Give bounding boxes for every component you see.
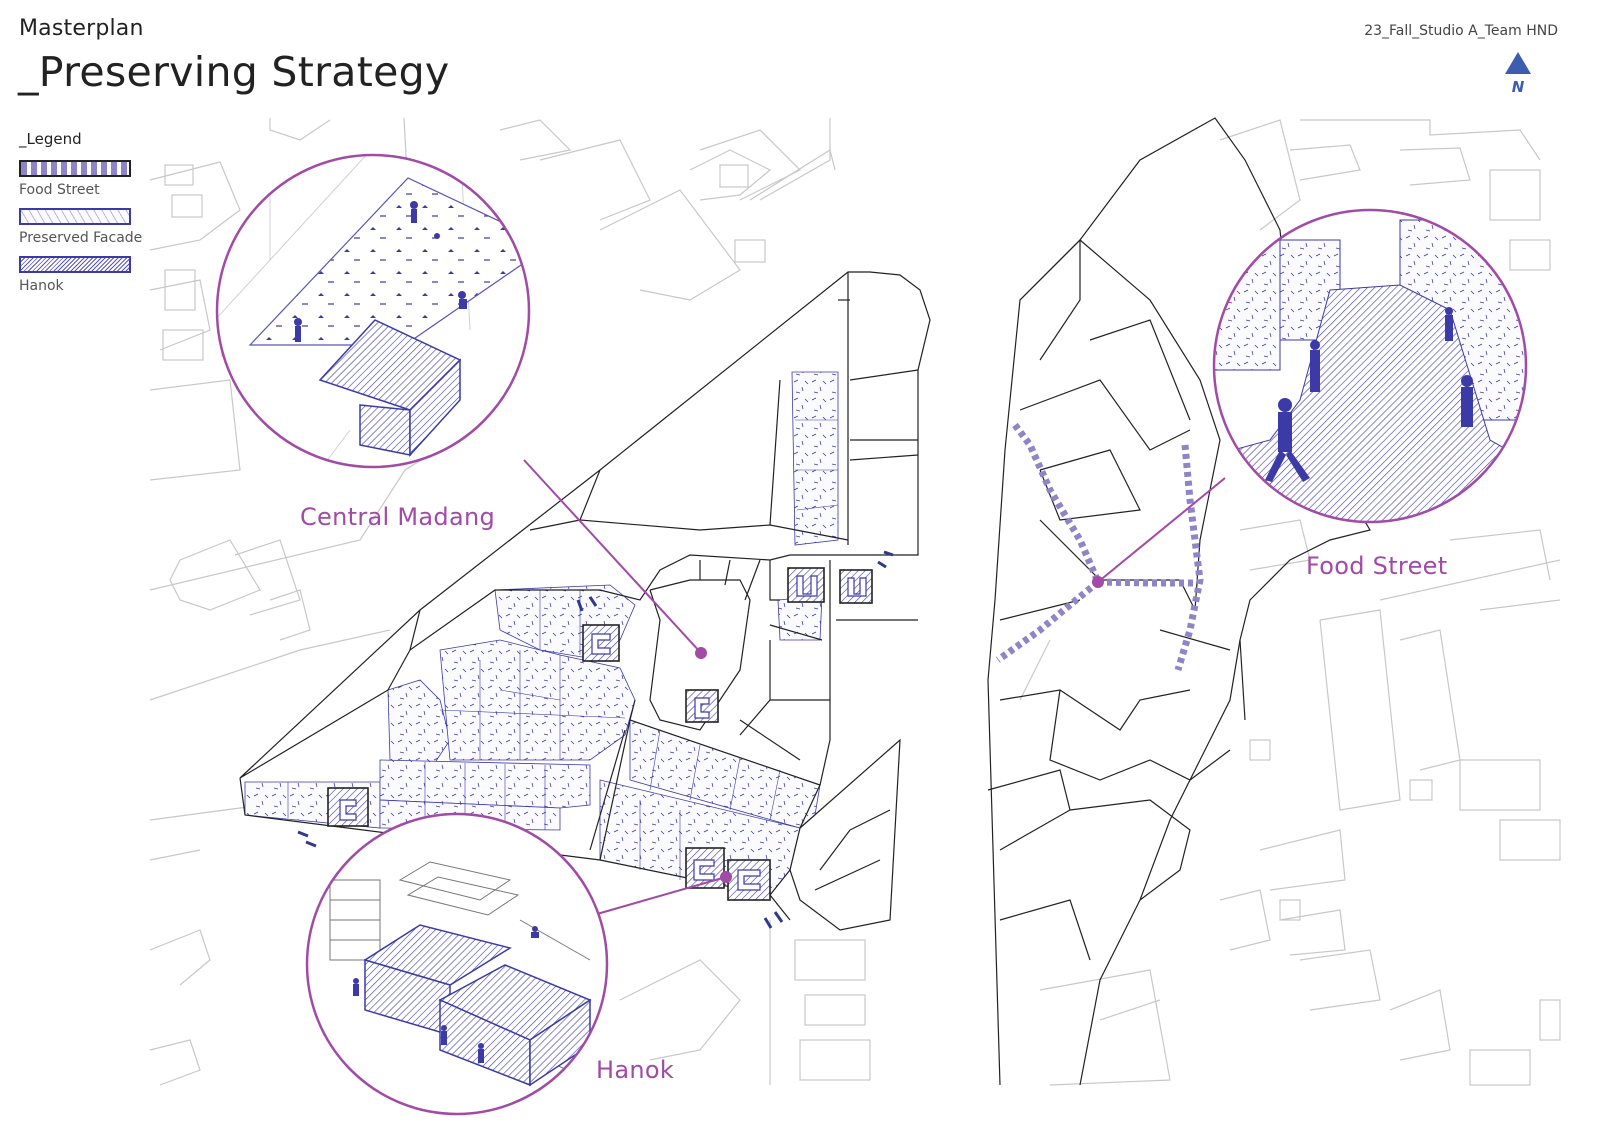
north-label: N: [1512, 78, 1525, 96]
legend-label: Food Street: [19, 182, 100, 198]
leader-lines: [523, 459, 1226, 915]
parcel-lines: [239, 117, 1371, 1086]
hanok-label: Hanok: [596, 1056, 675, 1084]
legend-label: Hanok: [19, 278, 64, 294]
central-madang-inset: [217, 155, 529, 467]
food-street-label: Food Street: [1306, 552, 1448, 580]
legend-label: Preserved Facade: [19, 230, 143, 246]
hanok-swatch: [19, 256, 131, 273]
hanok-houses: [327, 567, 873, 901]
legend-item-hanok: Hanok: [19, 256, 159, 294]
team-label: 23_Fall_Studio A_Team HND: [1364, 23, 1558, 39]
food-street-paths: [995, 422, 1204, 672]
legend-title: _Legend: [19, 130, 82, 148]
food-street-circle: [1212, 208, 1528, 524]
food-street-swatch: [19, 160, 131, 177]
central-madang-circle: [215, 153, 531, 469]
page-title: _Preserving Strategy: [18, 48, 450, 96]
preserved-facade-swatch: [19, 208, 131, 225]
hanok-circle: [305, 812, 609, 1116]
hanok-inner-marks: [339, 575, 867, 891]
facade-cell-lines: [287, 419, 839, 880]
hanok-inset: [307, 814, 607, 1114]
leader-dots: [695, 576, 1104, 883]
legend-item-food-street: Food Street: [19, 160, 159, 198]
entry-marks: [297, 550, 894, 929]
legend: _Legend Food Street Preserved Facade Han…: [19, 130, 159, 304]
food-street-inset: [1214, 210, 1526, 522]
page-subtitle: Masterplan: [19, 16, 144, 41]
central-madang-label: Central Madang: [300, 503, 496, 531]
legend-item-preserved-facade: Preserved Facade: [19, 208, 159, 246]
north-arrow-icon: N: [1505, 52, 1531, 96]
